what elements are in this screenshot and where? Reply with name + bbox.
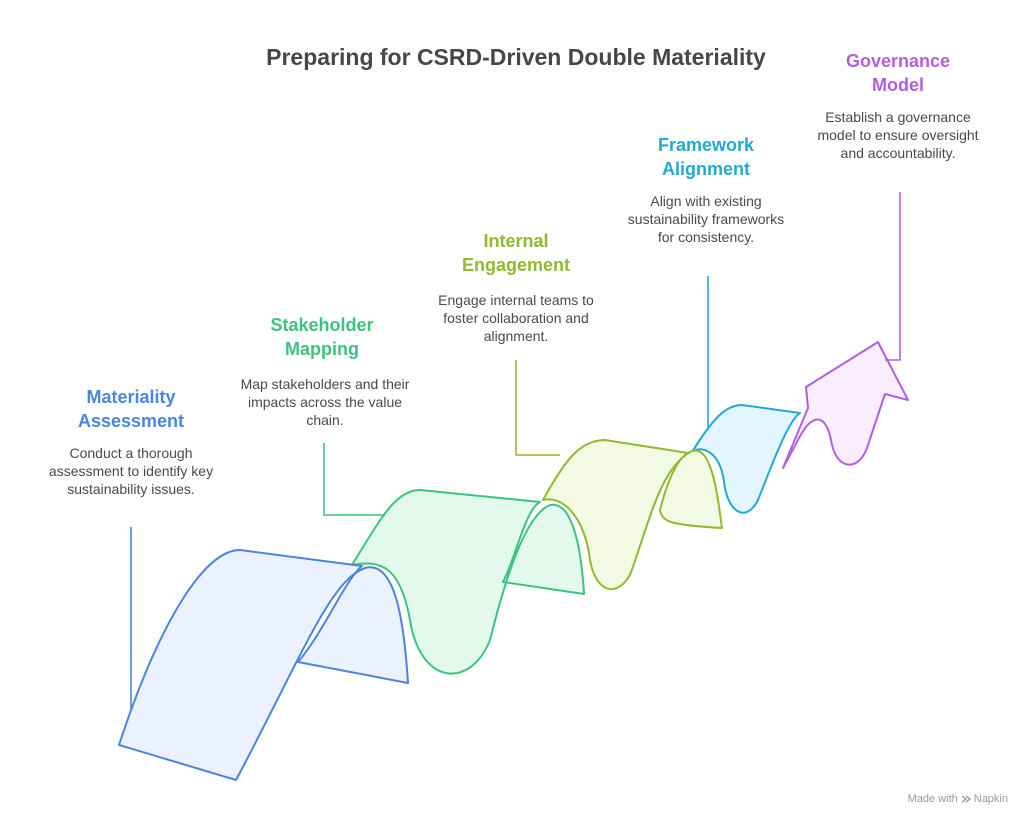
step-2-shape [323,443,585,675]
step-1-shape [118,527,409,781]
step-2-description: Map stakeholders and their impacts acros… [240,376,410,428]
step-3-shape [515,360,723,591]
step-4-shape [691,276,801,514]
step-2-connector [323,443,385,516]
step-3-ribbon [542,439,723,591]
step-5-shape [782,192,909,469]
napkin-watermark[interactable]: Made with Napkin [908,793,1008,805]
step-2-title: Stakeholder Mapping [270,315,374,359]
diagram-title: Preparing for CSRD-Driven Double Materia… [266,44,766,70]
made-with-label: Made with [907,793,958,805]
step-4-ribbon [691,404,801,514]
step-3-title: Internal Engagement [461,231,571,275]
napkin-brand-label: Napkin [973,793,1008,805]
step-5-title: Governance Model [845,51,951,95]
step-1-ribbon [118,549,409,781]
step-4-description: Align with existing sustainability frame… [627,193,785,245]
step-2-ribbon [351,489,585,675]
step-1-title: Materiality Assessment [77,387,185,431]
step-4-title: Framework Alignment [657,135,755,179]
step-3-connector [515,360,560,456]
step-5-connector [885,192,901,361]
step-5-ribbon [782,341,909,469]
step-3-description: Engage internal teams to foster collabor… [438,292,594,344]
step-1-description: Conduct a thorough assessment to identif… [48,445,214,497]
napkin-logo-icon [961,795,971,803]
step-5-description: Establish a governance model to ensure o… [817,109,979,161]
